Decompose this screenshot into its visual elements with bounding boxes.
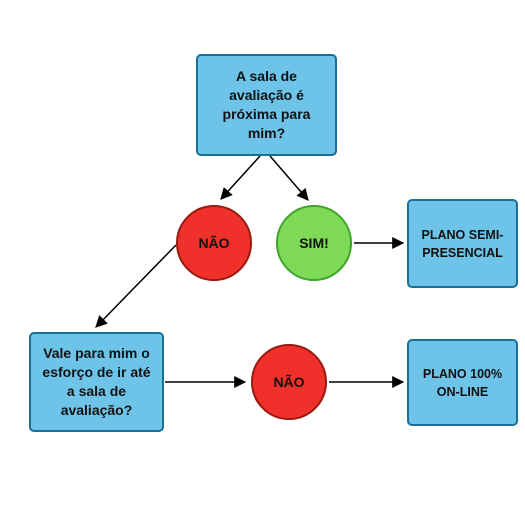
- no1-circle: NÃO: [176, 205, 252, 281]
- no2-circle: NÃO: [251, 344, 327, 420]
- question2-text: Vale para mim o esforço de ir até a sala…: [42, 345, 151, 418]
- yes1-text: SIM!: [299, 235, 329, 251]
- question1-box: A sala de avaliação é próxima para mim?: [196, 54, 337, 156]
- plan-online-box: PLANO 100% ON-LINE: [407, 339, 518, 426]
- question2-box: Vale para mim o esforço de ir até a sala…: [29, 332, 164, 432]
- no2-text: NÃO: [273, 374, 305, 390]
- plan-semi-box: PLANO SEMI-PRESENCIAL: [407, 199, 518, 288]
- plan-semi-text: PLANO SEMI-PRESENCIAL: [421, 227, 504, 260]
- no1-text: NÃO: [198, 235, 230, 251]
- plan-online-text: PLANO 100% ON-LINE: [422, 366, 503, 399]
- arrow-no1-to-question2: [95, 244, 177, 328]
- arrow-question1-to-no1: [220, 155, 261, 200]
- yes1-circle: SIM!: [276, 205, 352, 281]
- arrow-question1-to-yes1: [269, 155, 309, 201]
- question1-text: A sala de avaliação é próxima para mim?: [222, 68, 311, 141]
